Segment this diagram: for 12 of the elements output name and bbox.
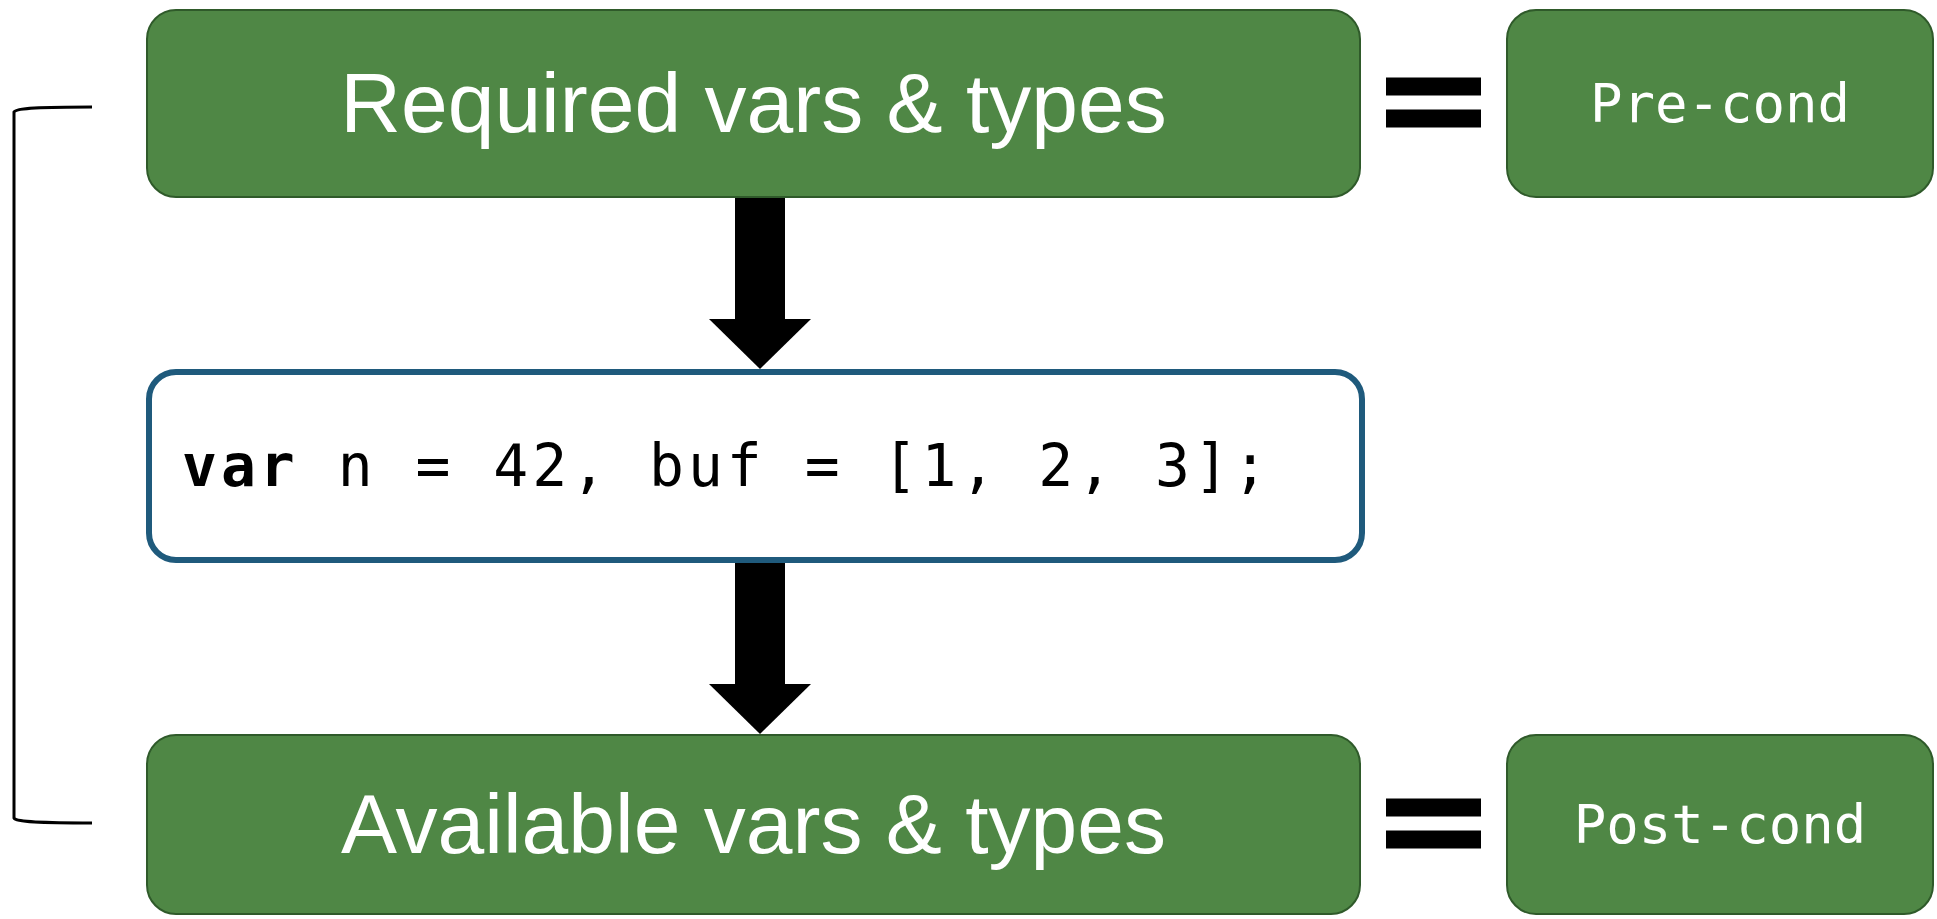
box-label: Pre-cond [1589,72,1851,135]
condition-box [1506,734,1934,915]
code-box [146,369,1365,563]
condition-box [1506,9,1934,198]
box-label: Available vars & types [341,776,1166,873]
block-arrow [709,563,811,734]
block-arrow [709,198,811,369]
box-label: Required vars & types [340,55,1167,152]
process-box [146,734,1361,915]
code-text: var n = 42, buf = [1, 2, 3]; [182,432,1272,500]
process-box [146,9,1361,198]
box-label: Post-cond [1573,793,1867,856]
